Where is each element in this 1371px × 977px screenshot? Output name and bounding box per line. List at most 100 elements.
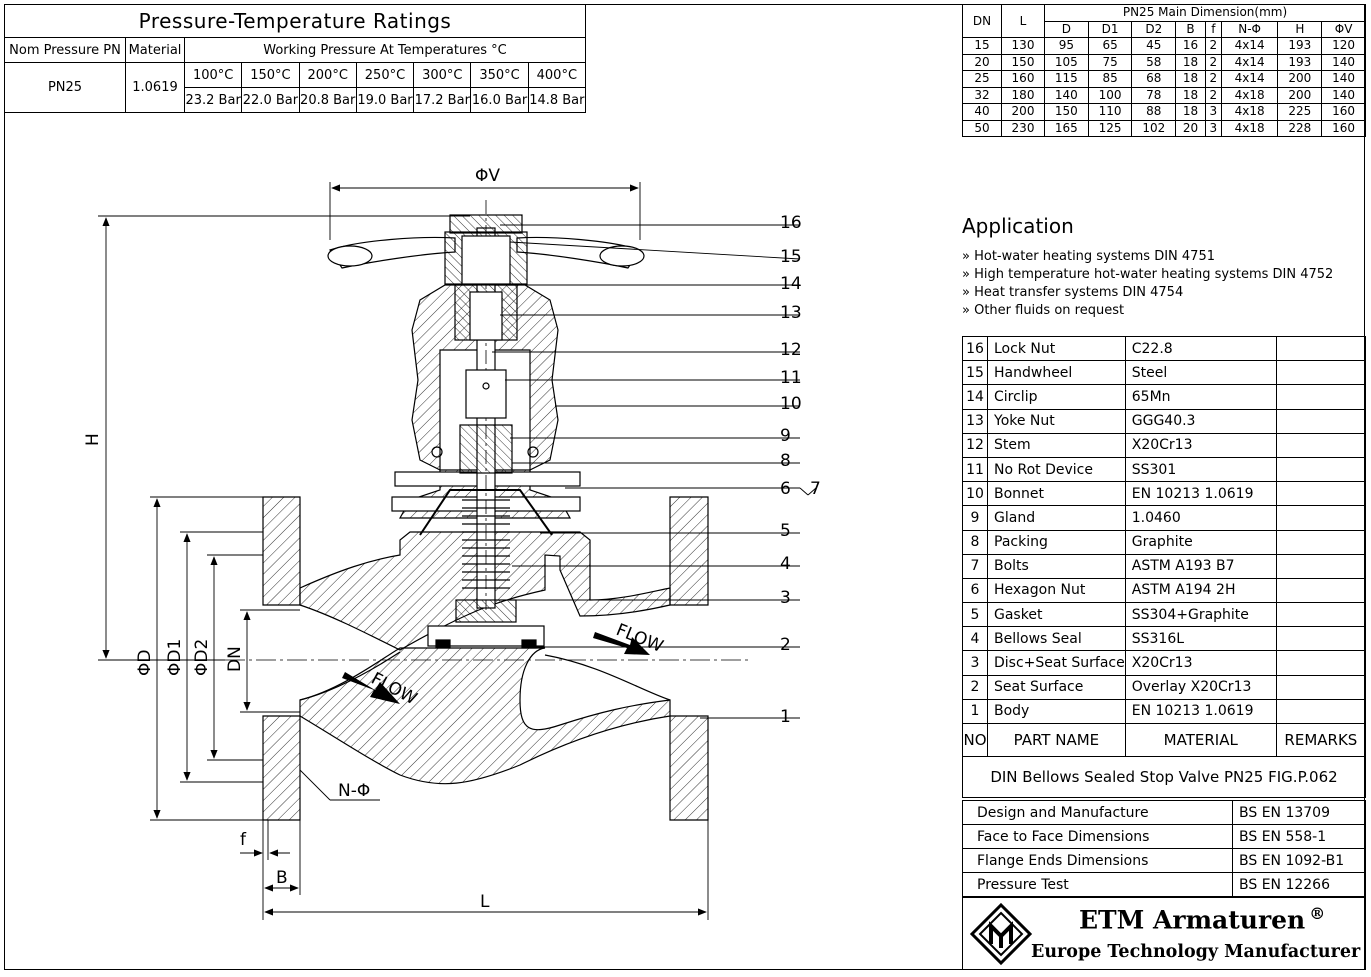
part-material: 1.0460 (1124, 505, 1277, 531)
col-part-material: MATERIAL (1124, 723, 1277, 757)
dimension-cell: 25 (962, 70, 1002, 88)
dimension-cell: 140 (1321, 53, 1366, 71)
part-remarks (1275, 626, 1367, 652)
pressure-cell: 23.2 Bar (183, 87, 243, 113)
part-number: 12 (962, 432, 988, 458)
dim-phi-d: ΦD (135, 650, 155, 676)
dimension-cell: 2 (1204, 53, 1222, 71)
dimension-cell: 78 (1131, 86, 1177, 104)
part-name: Handwheel (987, 360, 1126, 386)
part-remarks (1275, 698, 1367, 725)
part-material: Overlay X20Cr13 (1124, 674, 1277, 700)
dimension-cell: 115 (1044, 70, 1089, 88)
part-material: Graphite (1124, 529, 1277, 555)
part-name: Bolts (987, 553, 1126, 579)
dimension-cell: 228 (1277, 119, 1323, 137)
callout-number: 8 (780, 451, 791, 471)
standard-value: BS EN 558-1 (1232, 824, 1366, 849)
dimension-cell: 180 (1001, 86, 1045, 104)
pressure-cell: 22.0 Bar (241, 87, 300, 113)
part-material: X20Cr13 (1124, 432, 1277, 458)
part-name: Gland (987, 505, 1126, 531)
temp-cell: 400°C (527, 62, 587, 88)
dim-phi-d2: ΦD2 (192, 639, 212, 676)
part-remarks (1275, 456, 1367, 483)
pressure-cell: 16.0 Bar (470, 87, 529, 113)
pressure-temperature-table: Pressure-Temperature Ratings Nom Pressur… (4, 4, 587, 113)
callout-number: 13 (780, 303, 802, 323)
dim-dn: DN (225, 646, 245, 672)
dimension-cell: 18 (1175, 53, 1206, 71)
dimension-col-header: ΦV (1321, 20, 1366, 38)
dimension-cell: 120 (1321, 37, 1366, 55)
part-remarks (1275, 577, 1367, 604)
callout-number: 7 (810, 479, 821, 499)
dimension-col-header: f (1204, 20, 1222, 38)
callout-number: 6 (780, 479, 791, 499)
pressure-cell: 19.0 Bar (355, 87, 415, 113)
brand-name: ETM Armaturen® (1079, 904, 1326, 935)
dimension-cell: 225 (1277, 103, 1323, 121)
dimension-cell: 160 (1321, 103, 1366, 121)
part-material: SS304+Graphite (1124, 602, 1277, 628)
col-part-name: PART NAME (987, 723, 1126, 757)
part-number: 4 (962, 626, 988, 652)
part-name: Disc+Seat Surface (987, 650, 1126, 676)
dimension-cell: 230 (1001, 119, 1045, 137)
standard-label: Face to Face Dimensions (962, 824, 1233, 849)
callout-number: 16 (780, 213, 802, 233)
part-material: SS301 (1124, 456, 1277, 483)
standard-value: BS EN 1092-B1 (1232, 848, 1366, 873)
callout-number: 4 (780, 554, 791, 574)
part-remarks (1275, 553, 1367, 579)
dimension-cell: 2 (1204, 70, 1222, 88)
pressure-cell: 17.2 Bar (413, 87, 472, 113)
part-number: 14 (962, 384, 988, 410)
dimension-cell: 95 (1044, 37, 1089, 55)
part-remarks (1275, 384, 1367, 410)
dimension-cell: 65 (1087, 37, 1133, 55)
part-number: 7 (962, 553, 988, 579)
dim-h: H (83, 433, 103, 446)
dimension-cell: 3 (1204, 103, 1222, 121)
part-number: 15 (962, 360, 988, 386)
part-number: 9 (962, 505, 988, 531)
dimension-cell: 15 (962, 37, 1002, 55)
part-name: No Rot Device (987, 456, 1126, 483)
callout-number: 12 (780, 340, 802, 360)
part-name: Circlip (987, 384, 1126, 410)
callout-number: 14 (780, 274, 802, 294)
part-name: Yoke Nut (987, 408, 1126, 434)
dimension-cell: 193 (1277, 37, 1323, 55)
dimension-cell: 18 (1175, 103, 1206, 121)
part-remarks (1275, 602, 1367, 628)
col-l: L (1001, 4, 1045, 38)
dimension-cell: 2 (1204, 37, 1222, 55)
part-number: 3 (962, 650, 988, 676)
dimension-cell: 16 (1175, 37, 1206, 55)
callout-number: 15 (780, 247, 802, 267)
part-remarks (1275, 650, 1367, 676)
part-name: Bellows Seal (987, 626, 1126, 652)
dimension-cell: 140 (1321, 86, 1366, 104)
dimension-cell: 140 (1044, 86, 1089, 104)
part-material: ASTM A194 2H (1124, 577, 1277, 604)
application-item: » Other fluids on request (962, 303, 1125, 318)
temp-cell: 200°C (298, 62, 357, 88)
application-heading: Application (962, 214, 1074, 238)
dim-f: f (240, 830, 247, 850)
part-material: EN 10213 1.0619 (1124, 698, 1277, 725)
part-number: 16 (962, 335, 988, 362)
